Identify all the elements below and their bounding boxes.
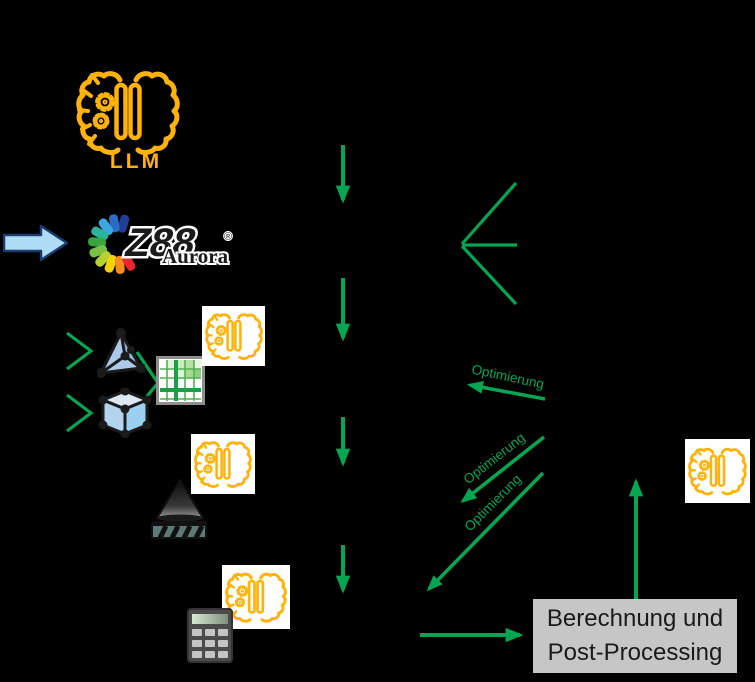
- cone-on-hatched-support-icon: [151, 479, 207, 540]
- ai-brain-card-feedback: [685, 439, 750, 503]
- ai-brain-card-boundary: [191, 434, 255, 494]
- registered-mark: ®: [224, 231, 232, 243]
- tetrahedron-element-icon: [97, 328, 145, 378]
- aurora-logo-text: Aurora: [162, 244, 229, 268]
- chevron-arrow-top: [66, 331, 94, 371]
- brain-with-gears-icon: [225, 572, 287, 623]
- hexahedron-element-icon: [98, 388, 152, 438]
- merge-line-tetra: [135, 351, 160, 384]
- llm-label: LLM: [109, 150, 163, 173]
- z88-aurora-rainbow-fan-icon: [88, 214, 136, 274]
- brain-with-gears-icon: [204, 313, 263, 360]
- chevron-arrow-bottom: [66, 393, 94, 433]
- calculator-icon: [187, 608, 233, 663]
- blue-input-arrow-icon: [3, 224, 69, 262]
- process-box-line2: Post-Processing: [547, 639, 723, 666]
- ai-brain-card-material: [222, 565, 290, 629]
- converge-line-bottom: [460, 244, 518, 306]
- optimierung-arrow-1: [466, 381, 546, 401]
- optimierung-arrow-3: [426, 471, 545, 592]
- z88-logo-text: Z88: [121, 220, 201, 265]
- converge-line-top: [460, 181, 518, 246]
- ai-brain-card-mesh: [202, 306, 265, 366]
- z88-aurora-logo: Z88 Aurora ®: [88, 214, 233, 274]
- process-box: Berechnung und Post-Processing: [533, 599, 737, 673]
- process-box-line1: Berechnung und: [546, 605, 724, 632]
- optimierung-arrow-2: [460, 435, 546, 504]
- mesh-table-icon: [156, 356, 205, 405]
- brain-with-gears-icon: [688, 447, 747, 496]
- llm-brain-icon: [76, 66, 180, 158]
